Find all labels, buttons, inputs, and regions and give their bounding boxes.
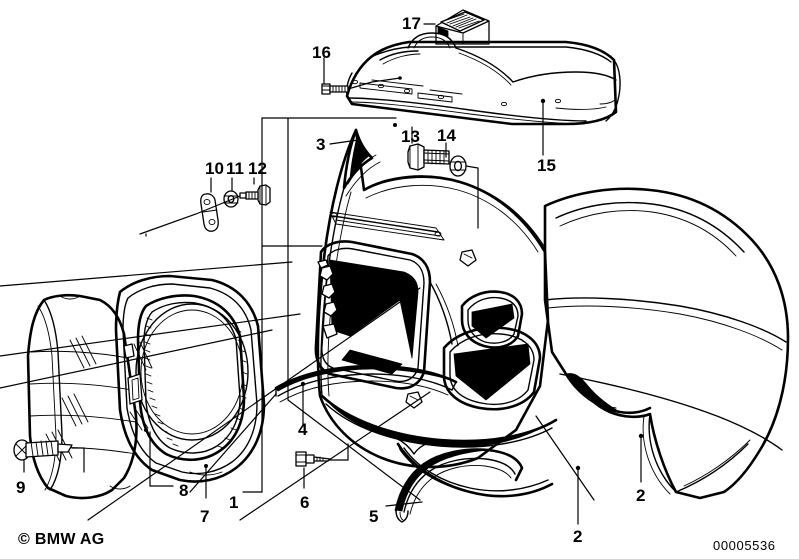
callout-8: 8 <box>179 481 189 500</box>
callout-16: 16 <box>312 43 331 62</box>
front-fairing-panel-part <box>314 128 790 500</box>
callout-3: 3 <box>316 135 326 154</box>
guide-bezel <box>87 287 421 521</box>
headlight-bezel-ring-part <box>114 274 266 483</box>
callout-7: 7 <box>200 507 210 526</box>
leader-8 <box>149 431 174 487</box>
copyright-notice: © BMW AG <box>18 531 105 548</box>
guide-left-low <box>0 329 273 389</box>
panel-clip-detail <box>405 249 477 409</box>
washer-part <box>223 190 239 208</box>
leader-6-target <box>329 443 349 461</box>
serrated-washer-part <box>449 155 467 177</box>
leader-9-target <box>71 447 85 473</box>
callout-6: 6 <box>300 493 310 512</box>
headlight-side-cover-part <box>26 293 153 500</box>
hex-head-bolt-part <box>407 143 450 171</box>
leader-14-target <box>465 165 479 197</box>
front-spoiler-panel-part <box>345 32 621 126</box>
inner-bracket-detail <box>317 259 338 317</box>
leader-hardware-target <box>139 195 241 235</box>
guide-left-upper <box>0 261 293 287</box>
callout-5: 5 <box>369 507 379 526</box>
guide-trim-b <box>239 391 431 521</box>
guide-panel-diag <box>287 399 421 501</box>
guide-trim-a <box>189 393 277 493</box>
callout-2-right: 2 <box>636 486 646 505</box>
callout-12: 12 <box>248 159 267 178</box>
panel-fastening-screw-part <box>295 451 331 467</box>
leader-5 <box>385 501 423 507</box>
diagram-part-number: 00005536 <box>713 538 776 553</box>
guide-left-mid <box>0 313 301 357</box>
callout-11: 11 <box>226 159 244 178</box>
callout-15: 15 <box>537 156 556 175</box>
callout-4: 4 <box>298 420 308 439</box>
grille-opening-seal-part <box>394 448 524 523</box>
callout-9: 9 <box>16 478 26 497</box>
cover-screw-part <box>13 439 73 461</box>
leader-3 <box>329 139 359 145</box>
callout-2-left: 2 <box>573 527 583 546</box>
callout-1: 1 <box>229 493 239 512</box>
callout-13: 13 <box>401 127 420 146</box>
relay-module-part <box>435 9 490 45</box>
leader-16-target <box>347 77 401 90</box>
mounting-bracket-plate-part <box>200 193 219 232</box>
guide-right-low <box>535 415 595 501</box>
spoiler-mounting-screw-part <box>321 83 349 95</box>
callout-10: 10 <box>205 159 224 178</box>
callout-17: 17 <box>402 14 421 33</box>
hex-bolt-part <box>239 184 271 206</box>
callout-14: 14 <box>437 126 456 145</box>
